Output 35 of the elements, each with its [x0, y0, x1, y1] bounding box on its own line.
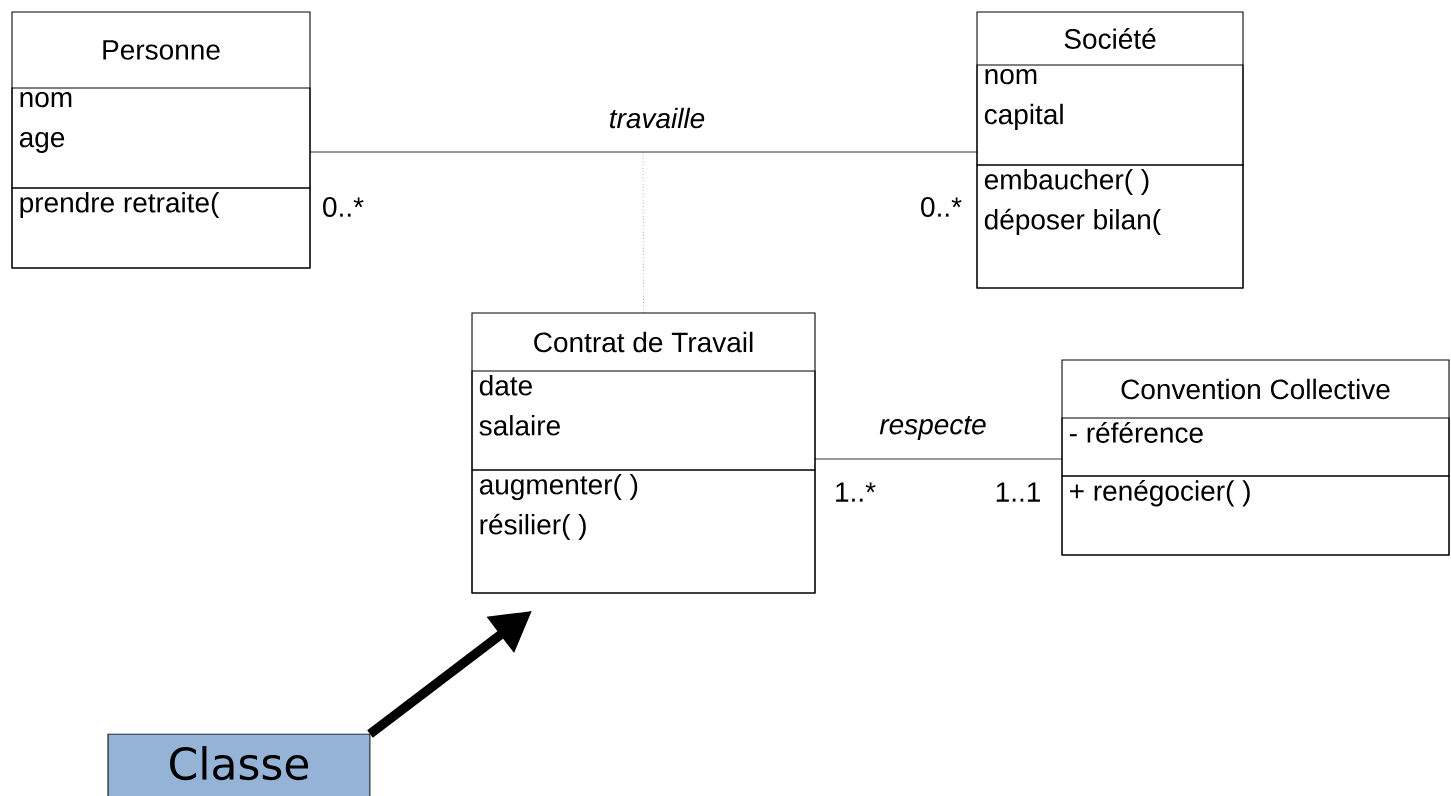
class-compartment — [11, 87, 311, 189]
edge-label: travaille — [606, 105, 708, 131]
class-name: Convention Collective — [1121, 378, 1390, 400]
member-text: date — [479, 375, 532, 396]
association-link — [642, 151, 644, 314]
multiplicity-label: 1..1 — [996, 482, 1040, 502]
class-compartment — [976, 164, 1244, 289]
member-text: age — [19, 132, 65, 153]
member-text: prendre retraite( — [20, 192, 220, 219]
class-compartment — [1061, 475, 1450, 556]
class-compartment — [471, 370, 816, 471]
edge-label: respecte — [876, 413, 990, 443]
member-text: salaire — [479, 415, 560, 436]
association-line — [309, 151, 978, 153]
class-name: Personne — [103, 40, 220, 60]
multiplicity-label: 0..* — [921, 197, 962, 217]
member-text: déposer bilan( — [984, 208, 1161, 236]
member-text: - référence — [1069, 422, 1203, 443]
member-text: capital — [984, 103, 1063, 130]
member-text: nom — [985, 69, 1037, 85]
class-compartment — [11, 187, 311, 269]
member-text: embaucher( ) — [984, 169, 1149, 196]
multiplicity-label: 0..* — [323, 197, 364, 217]
multiplicity-label: 1..* — [836, 482, 876, 502]
class-name: Société — [1064, 28, 1156, 49]
class-name: Contrat de Travail — [534, 331, 753, 353]
class-compartment — [1061, 417, 1450, 477]
tag-box: Classe — [107, 733, 371, 796]
member-text: nom — [20, 92, 72, 108]
association-line — [814, 458, 1063, 460]
class-compartment — [976, 64, 1244, 166]
member-text: augmenter( ) — [479, 474, 638, 501]
member-text: + renégocier( ) — [1070, 480, 1250, 507]
class-compartment — [471, 469, 816, 594]
member-text: résilier( ) — [480, 513, 586, 541]
